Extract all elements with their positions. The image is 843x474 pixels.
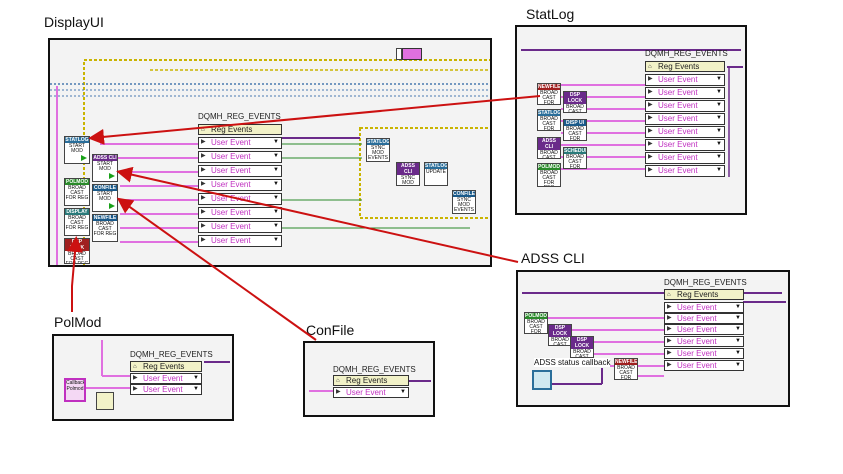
statlog-user-event-8[interactable]: ▶User Event▼ bbox=[645, 165, 725, 177]
statlog-user-event-1[interactable]: ▶User Event▼ bbox=[645, 74, 725, 86]
adsscli-user-event-6[interactable]: ▶User Event▼ bbox=[664, 360, 744, 371]
statlog-reg-events[interactable]: ⌂Reg Events bbox=[645, 61, 725, 72]
polmod-wires bbox=[84, 340, 230, 389]
display-user-event-1[interactable]: ▶User Event▼ bbox=[198, 137, 282, 149]
polmod-panel: DQMH_REG_EVENTS ⌂Reg Events ▶User Event▼… bbox=[52, 334, 234, 421]
adsscli-user-event-5[interactable]: ▶User Event▼ bbox=[664, 348, 744, 359]
statlog-user-event-6[interactable]: ▶User Event▼ bbox=[645, 139, 725, 151]
statlog-user-event-4[interactable]: ▶User Event▼ bbox=[645, 113, 725, 125]
display-user-event-7[interactable]: ▶User Event▼ bbox=[198, 221, 282, 233]
confile-panel: DQMH_REG_EVENTS ⌂Reg Events ▶User Event▼ bbox=[303, 341, 435, 417]
adsscli-label: ADSS CLI bbox=[521, 250, 585, 266]
polmod-label: PolMod bbox=[54, 314, 102, 330]
adsscli-reg-events[interactable]: ⌂Reg Events bbox=[664, 289, 744, 300]
statlog-label: StatLog bbox=[526, 6, 575, 22]
event-structure-icon[interactable] bbox=[402, 48, 422, 60]
adsscli-dqmh-title: DQMH_REG_EVENTS bbox=[664, 278, 747, 287]
adsscli-panel: DQMH_REG_EVENTS ⌂Reg Events ▶User Event▼… bbox=[516, 270, 790, 407]
confile-user-event-1[interactable]: ▶User Event▼ bbox=[333, 387, 409, 398]
display-user-event-5[interactable]: ▶User Event▼ bbox=[198, 193, 282, 205]
adsscli-user-event-4[interactable]: ▶User Event▼ bbox=[664, 336, 744, 347]
display-user-event-3[interactable]: ▶User Event▼ bbox=[198, 165, 282, 177]
display-user-event-2[interactable]: ▶User Event▼ bbox=[198, 151, 282, 163]
polmod-user-event-1[interactable]: ▶User Event▼ bbox=[130, 373, 202, 384]
adsscli-user-event-1[interactable]: ▶User Event▼ bbox=[664, 302, 744, 313]
adsscli-user-event-2[interactable]: ▶User Event▼ bbox=[664, 313, 744, 324]
confile-label: ConFile bbox=[306, 322, 355, 338]
statlog-user-event-2[interactable]: ▶User Event▼ bbox=[645, 87, 725, 99]
callback-vi-icon[interactable] bbox=[532, 370, 552, 390]
display-user-event-4[interactable]: ▶User Event▼ bbox=[198, 179, 282, 191]
polmod-reg-events[interactable]: ⌂Reg Events bbox=[130, 361, 202, 372]
confile-wires bbox=[309, 380, 431, 392]
statlog-dqmh-title: DQMH_REG_EVENTS bbox=[645, 49, 728, 58]
polmod-user-event-2[interactable]: ▶User Event▼ bbox=[130, 384, 202, 395]
polmod-dqmh-title: DQMH_REG_EVENTS bbox=[130, 350, 213, 359]
displayui-panel: DQMH_REG_EVENTS ⌂Reg Events ▶User Event▼… bbox=[48, 38, 492, 267]
displayui-label: DisplayUI bbox=[44, 14, 104, 30]
gear-icon bbox=[396, 48, 402, 60]
statlog-user-event-5[interactable]: ▶User Event▼ bbox=[645, 126, 725, 138]
display-user-event-6[interactable]: ▶User Event▼ bbox=[198, 207, 282, 219]
polmod-constant-icon bbox=[96, 392, 114, 410]
statlog-panel: DQMH_REG_EVENTS ⌂Reg Events ▶User Event▼… bbox=[515, 25, 747, 215]
display-dqmh-title: DQMH_REG_EVENTS bbox=[198, 112, 281, 121]
display-reg-events[interactable]: ⌂Reg Events bbox=[198, 124, 282, 135]
adsscli-user-event-3[interactable]: ▶User Event▼ bbox=[664, 324, 744, 335]
statlog-user-event-3[interactable]: ▶User Event▼ bbox=[645, 100, 725, 112]
confile-reg-events[interactable]: ⌂Reg Events bbox=[333, 375, 409, 386]
statlog-schedule-vi[interactable]: SCHEDULEBROAD CAST FOR REG bbox=[563, 147, 587, 169]
adss-status-callback-label: ADSS status callback bbox=[534, 358, 611, 367]
statlog-user-event-7[interactable]: ▶User Event▼ bbox=[645, 152, 725, 164]
confile-dqmh-title: DQMH_REG_EVENTS bbox=[333, 365, 416, 374]
display-user-event-8[interactable]: ▶User Event▼ bbox=[198, 235, 282, 247]
